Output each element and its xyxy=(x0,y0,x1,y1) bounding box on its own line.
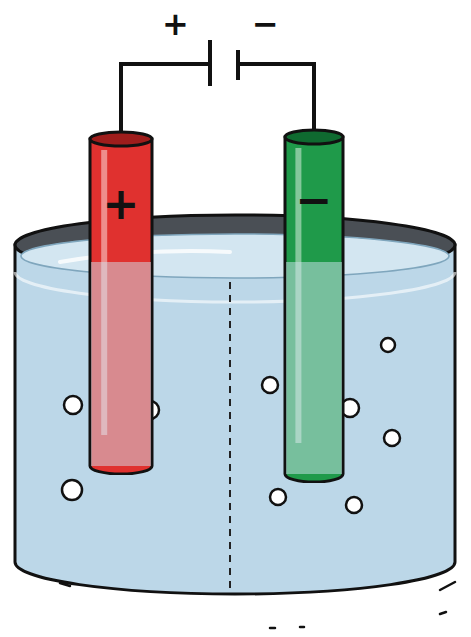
wire xyxy=(121,64,314,132)
anode-electrode: + xyxy=(88,130,154,475)
beaker-body xyxy=(15,245,455,594)
cathode-electrode: − xyxy=(283,128,345,483)
electrode-sign: − xyxy=(283,128,345,222)
ground-marks xyxy=(60,582,455,628)
liquid-surface xyxy=(21,234,449,278)
battery-positive-sign: + xyxy=(162,8,189,40)
glass-edge xyxy=(15,272,455,302)
battery-negative-sign: − xyxy=(252,8,279,40)
membrane-line xyxy=(229,282,231,592)
electrode-sign: + xyxy=(88,130,154,226)
